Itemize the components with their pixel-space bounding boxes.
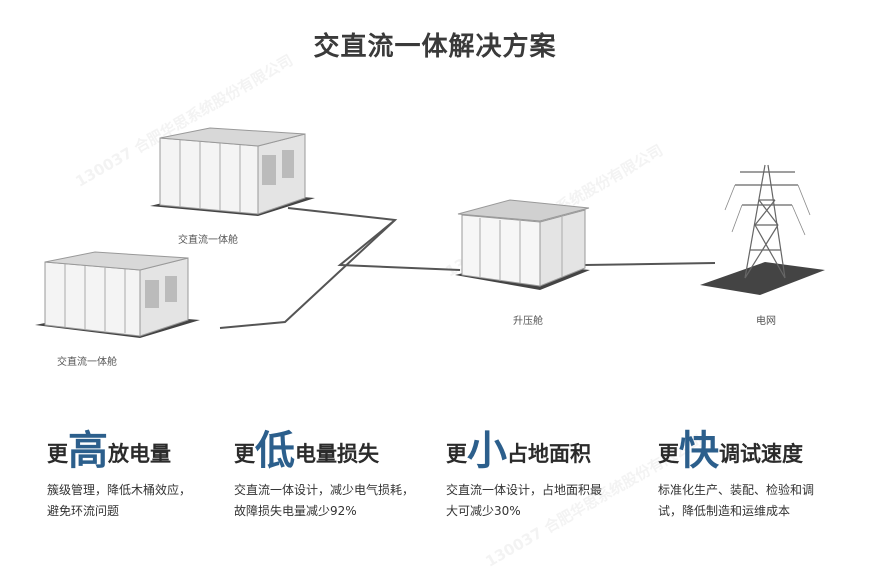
line-to-booster <box>337 219 461 271</box>
grid-tower-illustration <box>700 164 825 295</box>
feature-keyword: 小 <box>467 428 507 474</box>
feature-heading: 更高放电量 <box>47 418 197 476</box>
solution-diagram <box>35 127 825 338</box>
feature-heading: 更低电量损失 <box>234 418 414 476</box>
cabin-top-label: 交直流一体舱 <box>178 235 238 246</box>
booster-label: 升压舱 <box>513 316 543 327</box>
grid-label: 电网 <box>756 316 776 327</box>
feature-prefix: 更 <box>446 442 467 466</box>
cabin-bottom-illustration <box>35 251 200 338</box>
feature-rest: 占地面积 <box>507 442 591 466</box>
feature-description: 交直流一体设计，减少电气损耗，故障损失电量减少92% <box>234 483 415 518</box>
feature-prefix: 更 <box>234 442 255 466</box>
feature-description: 交直流一体设计，占地面积最大可减少30% <box>446 483 603 518</box>
feature-debug: 更快调试速度 标准化生产、装配、检验和调试，降低制造和运维成本 <box>658 418 828 522</box>
page-title: 交直流一体解决方案 <box>313 32 557 62</box>
feature-rest: 电量损失 <box>295 442 379 466</box>
feature-keyword: 低 <box>255 428 295 474</box>
connection-lines <box>219 207 716 329</box>
feature-prefix: 更 <box>47 442 68 466</box>
feature-description: 簇级管理，降低木桶效应，避免环流问题 <box>47 483 192 518</box>
cabin-top-illustration <box>150 127 315 216</box>
feature-keyword: 快 <box>679 428 719 474</box>
line-top-cabin <box>219 207 398 329</box>
feature-description: 标准化生产、装配、检验和调试，降低制造和运维成本 <box>658 483 815 518</box>
feature-prefix: 更 <box>658 442 679 466</box>
feature-discharge: 更高放电量 簇级管理，降低木桶效应，避免环流问题 <box>47 418 197 522</box>
booster-cabin-illustration <box>455 199 590 290</box>
feature-loss: 更低电量损失 交直流一体设计，减少电气损耗，故障损失电量减少92% <box>234 418 414 522</box>
feature-rest: 调试速度 <box>719 442 803 466</box>
feature-heading: 更小占地面积 <box>446 418 606 476</box>
line-to-grid <box>584 262 716 266</box>
feature-rest: 放电量 <box>108 442 171 466</box>
feature-heading: 更快调试速度 <box>658 418 828 476</box>
feature-footprint: 更小占地面积 交直流一体设计，占地面积最大可减少30% <box>446 418 606 522</box>
feature-keyword: 高 <box>68 428 108 474</box>
cabin-bottom-label: 交直流一体舱 <box>57 357 117 368</box>
